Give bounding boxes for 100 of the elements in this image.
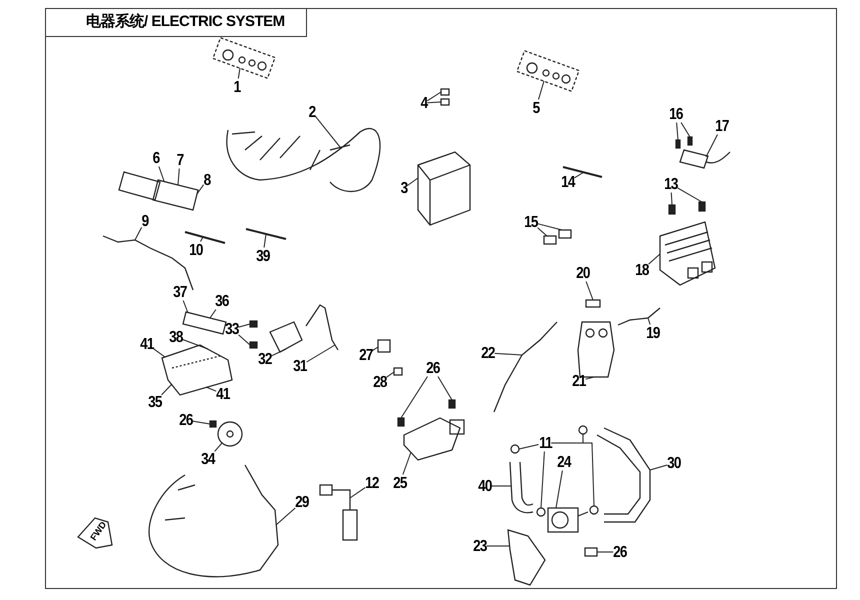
leader-line	[178, 168, 180, 186]
leader-line	[238, 324, 250, 328]
leader-line	[200, 236, 204, 242]
callout-number: 22	[481, 344, 495, 362]
callout-number: 32	[258, 350, 272, 368]
bolt-icon	[209, 420, 217, 428]
leader-line	[402, 452, 412, 475]
leader-line	[386, 372, 394, 378]
callout-number: 26	[613, 544, 627, 560]
leader-line	[494, 352, 522, 356]
leader-line	[537, 223, 562, 230]
battery-drawing	[417, 151, 471, 226]
leader-line	[182, 339, 208, 350]
callout-number: 31	[293, 358, 307, 374]
clip-icon	[558, 229, 572, 239]
leader-line	[680, 122, 690, 138]
callout-number: 8	[204, 172, 210, 188]
leader-line	[153, 348, 166, 358]
callout-number: 30	[667, 454, 681, 472]
water-pump-drawing	[547, 507, 588, 533]
fuse-holder-drawing	[118, 171, 199, 211]
bolt-icon	[440, 98, 450, 106]
bolt-icon	[448, 399, 456, 409]
leader-line	[648, 318, 651, 325]
callout-number: 38	[169, 328, 183, 346]
sensor-icon	[377, 339, 391, 353]
leader-line	[585, 376, 594, 380]
leader-line	[314, 116, 340, 148]
bolt-icon	[249, 341, 258, 349]
diagram-title: 电器系统/ ELECTRIC SYSTEM	[45, 8, 307, 37]
callout-number: 3	[400, 180, 408, 196]
callout-number: 26	[179, 412, 193, 428]
connector-kit-drawing	[212, 36, 276, 80]
leader-line	[192, 420, 210, 424]
callout-number: 41	[140, 336, 154, 352]
wiring-harness-drawing	[226, 128, 381, 192]
leader-line	[306, 344, 336, 362]
callout-number: 1	[234, 78, 240, 96]
bolt-icon	[668, 204, 676, 215]
leader-line	[677, 187, 702, 202]
bracket-drawing	[507, 529, 546, 586]
leader-line	[538, 80, 544, 100]
horn-drawing	[217, 421, 243, 447]
callout-number: 12	[365, 474, 379, 492]
hose-clamp-icon	[536, 507, 546, 517]
wire-drawing	[493, 322, 558, 412]
wire-drawing	[246, 228, 286, 240]
leader-line	[648, 254, 660, 265]
callout-number: 15	[524, 214, 538, 230]
callout-number: 27	[359, 346, 373, 364]
leader-line	[264, 234, 266, 248]
leader-line	[158, 166, 164, 182]
leader-line	[238, 334, 250, 346]
leader-line	[210, 309, 216, 318]
callout-number: 33	[225, 320, 239, 338]
connector-kit-drawing	[516, 50, 580, 92]
terminal-icon	[687, 136, 693, 146]
wire-drawing	[618, 308, 660, 326]
leader-line	[706, 134, 718, 158]
callout-number: 19	[646, 324, 660, 342]
leader-line	[161, 384, 172, 396]
leader-line	[350, 487, 366, 498]
connector-drawing	[319, 484, 358, 541]
sensor-icon	[393, 367, 403, 376]
leader-line	[550, 442, 594, 506]
leader-line	[400, 376, 428, 418]
leader-line	[372, 346, 378, 352]
leader-line	[271, 348, 286, 356]
callout-number: 25	[393, 474, 407, 492]
callout-number: 7	[176, 152, 184, 168]
callout-number: 29	[295, 494, 309, 510]
hose-clamp-icon	[589, 505, 599, 515]
leader-line	[438, 376, 452, 400]
wire-drawing	[562, 166, 602, 178]
callout-number: 16	[669, 106, 683, 122]
leader-line	[586, 281, 594, 300]
leader-line	[540, 451, 545, 508]
bolt-icon	[698, 201, 706, 212]
voltage-regulator-drawing	[659, 221, 716, 286]
bolt-icon	[584, 547, 598, 557]
hose-drawing	[509, 461, 534, 514]
leader-line	[670, 192, 672, 206]
hose-clamp-icon	[578, 425, 588, 435]
leader-line	[276, 508, 296, 526]
hose-clamp-icon	[510, 444, 520, 454]
leader-line	[426, 92, 442, 102]
hose-drawing	[596, 427, 651, 523]
callout-number: 39	[256, 248, 270, 264]
leader-line	[518, 444, 540, 450]
wire-drawing	[184, 231, 226, 244]
callout-number: 36	[215, 292, 229, 310]
clip-icon	[543, 235, 557, 245]
callout-number: 28	[373, 374, 387, 390]
sensor-drawing	[679, 149, 731, 169]
leader-line	[238, 68, 240, 79]
leader-line	[650, 464, 668, 470]
wiring-harness-drawing	[148, 464, 279, 578]
callout-number: 24	[557, 454, 571, 470]
leader-line	[676, 122, 678, 140]
bolt-icon	[249, 320, 258, 328]
